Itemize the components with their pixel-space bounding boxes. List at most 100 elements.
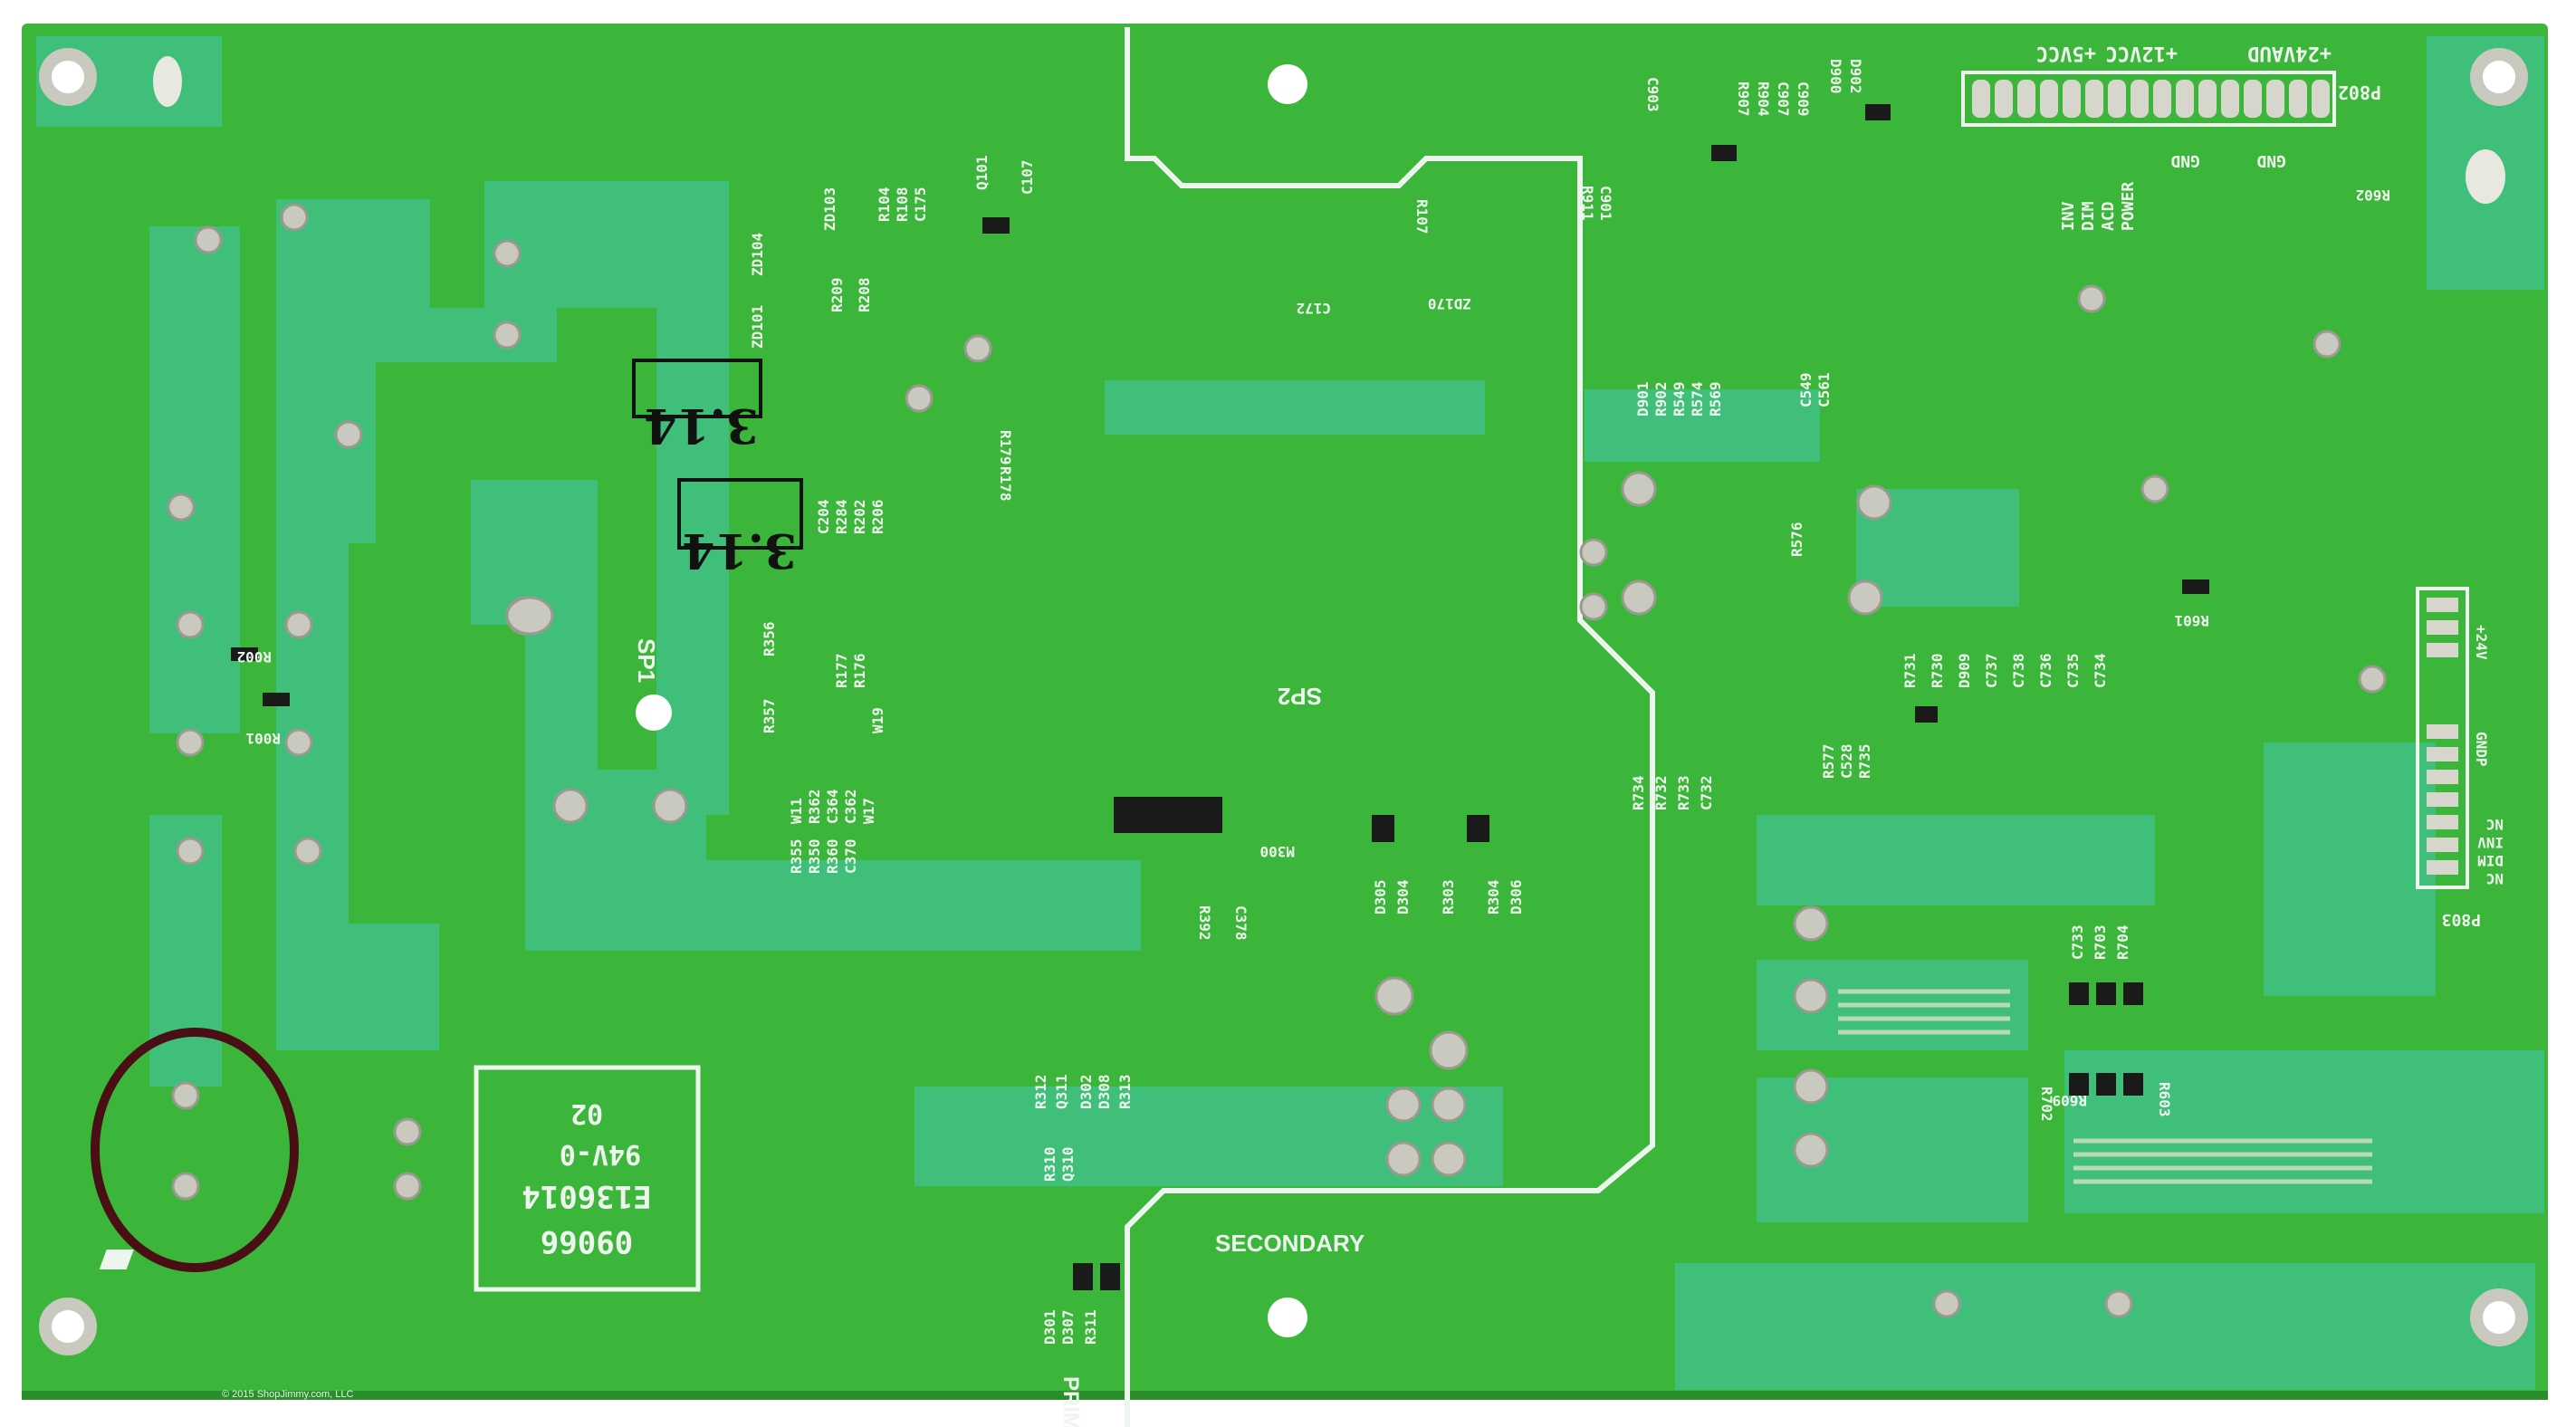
svg-text:R355: R355 [788,838,805,874]
svg-text:W17: W17 [860,798,877,824]
svg-text:C528: C528 [1838,743,1855,779]
svg-text:C907: C907 [1775,81,1792,117]
secondary-label: SECONDARY [1215,1230,1365,1257]
board-edge [22,1391,2548,1400]
svg-text:R902: R902 [1652,381,1670,417]
svg-text:R001: R001 [245,730,281,747]
svg-text:D909: D909 [1956,653,1973,688]
svg-text:D304: D304 [1394,879,1412,915]
svg-text:ACD: ACD [2099,201,2118,231]
svg-text:ZD103: ZD103 [821,187,838,231]
svg-text:C737: C737 [1983,653,2000,688]
svg-text:C738: C738 [2010,653,2027,688]
svg-text:M300: M300 [1259,843,1295,860]
svg-text:ZD170: ZD170 [1428,295,1471,312]
svg-text:C732: C732 [1698,775,1715,810]
svg-text:R577: R577 [1820,743,1837,779]
svg-text:INV: INV [2477,834,2504,851]
svg-text:ZD101: ZD101 [749,305,766,349]
svg-text:D305: D305 [1372,879,1389,915]
svg-text:R603: R603 [2156,1082,2173,1117]
svg-text:R362: R362 [806,789,823,824]
svg-text:R284: R284 [833,499,850,534]
svg-text:Q101: Q101 [973,155,991,190]
svg-text:R312: R312 [1032,1074,1049,1109]
svg-text:R911: R911 [1579,186,1596,221]
svg-text:Q311: Q311 [1053,1074,1070,1109]
svg-text:R703: R703 [2092,924,2109,960]
svg-text:R208: R208 [856,277,873,312]
svg-text:R206: R206 [869,499,886,534]
svg-text:DIM: DIM [2079,201,2098,231]
svg-text:R178: R178 [997,466,1014,502]
svg-text:R602: R602 [2355,187,2390,204]
svg-text:Q310: Q310 [1059,1146,1077,1182]
svg-text:C370: C370 [842,838,859,874]
svg-text:D308: D308 [1096,1074,1113,1109]
connector-p802 [1961,71,2336,127]
svg-text:D902: D902 [1847,59,1864,94]
svg-text:94V-0: 94V-0 [560,1138,641,1170]
svg-text:C364: C364 [824,789,841,824]
ul-logo-icon [99,1250,134,1269]
svg-text:GND: GND [2256,151,2286,170]
svg-text:R104: R104 [876,187,893,222]
svg-text:C736: C736 [2037,653,2054,688]
svg-text:R313: R313 [1116,1074,1134,1109]
svg-text:C901: C901 [1597,186,1614,221]
svg-text:+24VAUD: +24VAUD [2247,42,2332,64]
svg-text:R904: R904 [1755,81,1772,117]
svg-text:R360: R360 [824,838,841,874]
svg-text:R574: R574 [1689,381,1706,417]
component-labels: ZD103 R104 R108 C175 Q101 C107 ZD104 ZD1… [236,59,2390,1345]
svg-text:R734: R734 [1630,775,1647,810]
svg-text:R730: R730 [1929,653,1946,688]
svg-text:C561: C561 [1815,372,1833,407]
svg-text:INV: INV [2059,201,2078,231]
svg-text:POWER: POWER [2119,182,2138,231]
svg-text:R704: R704 [2114,924,2131,960]
svg-text:R356: R356 [761,621,778,656]
svg-text:R601: R601 [2174,612,2209,629]
svg-text:C733: C733 [2069,924,2086,960]
svg-text:R108: R108 [894,187,911,222]
svg-text:3.14: 3.14 [682,522,797,578]
p803-ref: P803 [2442,910,2481,929]
svg-text:09066: 09066 [541,1223,633,1259]
svg-text:D306: D306 [1508,879,1525,915]
svg-text:R209: R209 [828,277,846,312]
handwritten-marks: 3.14 3.14 [632,359,803,578]
svg-text:R304: R304 [1485,879,1502,915]
svg-text:R735: R735 [1856,743,1873,779]
svg-text:W11: W11 [788,798,805,824]
svg-text:GND: GND [2170,151,2200,170]
svg-text:C107: C107 [1019,159,1036,195]
svg-text:R303: R303 [1440,879,1457,915]
svg-text:R907: R907 [1735,81,1752,117]
svg-text:C549: C549 [1797,372,1815,407]
svg-text:D901: D901 [1634,381,1652,417]
svg-text:C204: C204 [815,499,832,534]
svg-text:R002: R002 [236,648,272,666]
svg-text:R179: R179 [997,430,1014,465]
copyright: © 2015 ShopJimmy.com, LLC [222,1389,354,1400]
p802-signal-labels: INV DIM ACD POWER [2059,182,2138,231]
isolation-boundary [1125,27,1655,1427]
svg-text:R702: R702 [2038,1087,2055,1122]
svg-text:R107: R107 [1413,199,1431,235]
svg-text:R311: R311 [1082,1309,1099,1345]
connector-p803 [2416,587,2469,889]
svg-text:NC: NC [2486,816,2504,833]
p803-pin-labels: +24V GNDP NC INV DIM NC [2473,625,2504,887]
svg-text:R609: R609 [2052,1092,2087,1109]
svg-text:R733: R733 [1675,775,1692,810]
pcb-board [22,24,2548,1398]
marker-circle [91,1028,299,1272]
svg-text:R310: R310 [1041,1146,1058,1182]
svg-text:C378: C378 [1232,905,1250,941]
svg-text:C172: C172 [1296,300,1331,317]
sp1-label: SP1 [633,638,660,683]
copper-pours [36,36,2544,1390]
svg-text:C903: C903 [1644,77,1661,112]
